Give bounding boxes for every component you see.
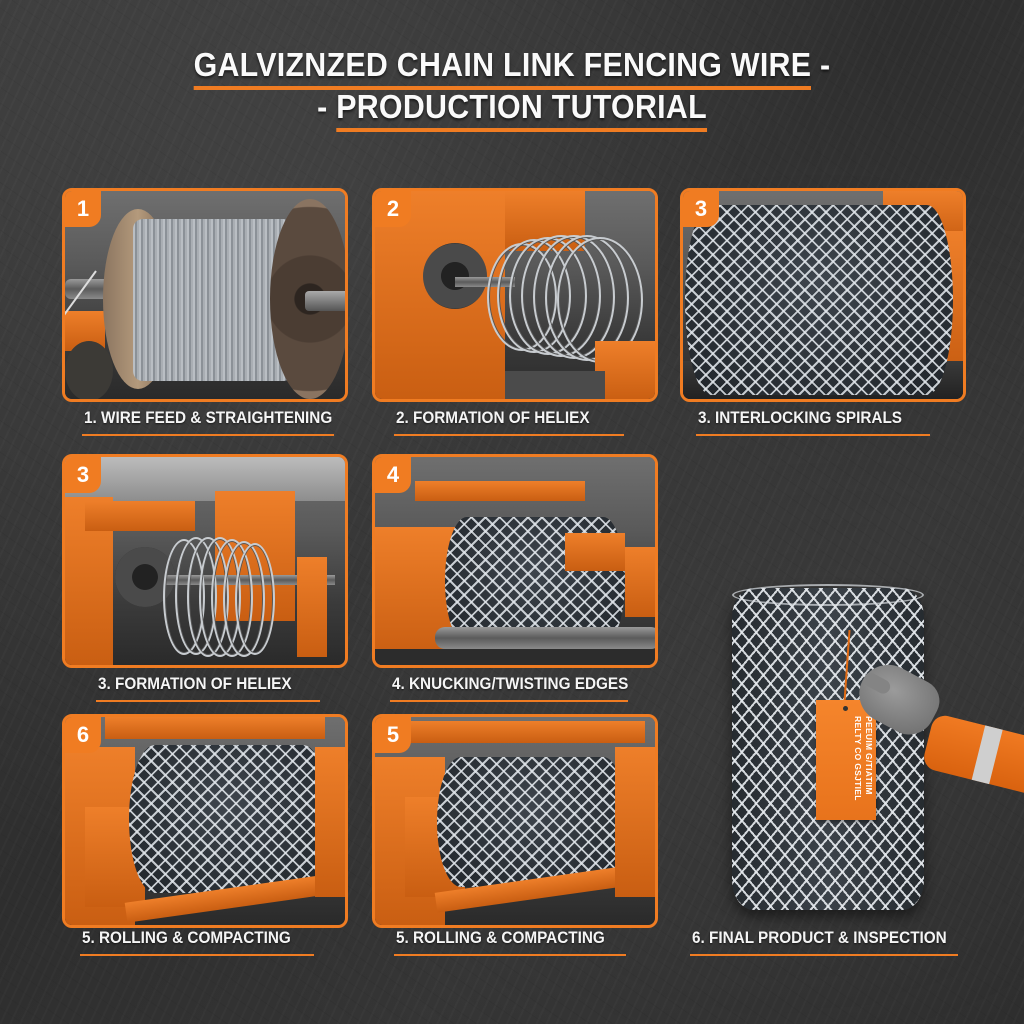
step-caption: 4. KNUCKING/TWISTING EDGES — [392, 674, 629, 693]
step-caption: 5. ROLLING & COMPACTING — [396, 928, 605, 947]
panel-step-5a: 6 — [62, 714, 348, 928]
step-caption: 3. INTERLOCKING SPIRALS — [698, 408, 903, 427]
step-badge: 3 — [683, 191, 719, 227]
caption-underline — [390, 700, 628, 702]
step-badge: 6 — [65, 717, 101, 753]
step-badge: 5 — [375, 717, 411, 753]
title-text-2: PRODUCTION TUTORIAL — [336, 88, 707, 132]
tag-hole — [843, 706, 848, 711]
tag-text: PEEUIM G/TIATIIM RELTY CO GSJTIEL — [852, 716, 874, 812]
step-badge: 1 — [65, 191, 101, 227]
step-badge: 3 — [65, 457, 101, 493]
panel-step-3b: 3 — [62, 454, 348, 668]
step-caption: 3. FORMATION OF HELIEX — [98, 674, 292, 693]
panel-step-2: 2 — [372, 188, 658, 402]
caption-underline — [394, 434, 624, 436]
panel-step-4: 4 — [372, 454, 658, 668]
wire-spool-photo — [65, 191, 345, 399]
panel-step-1: 1 — [62, 188, 348, 402]
caption-underline — [82, 434, 334, 436]
title-text-1: GALVIZNZED CHAIN LINK FENCING WIRE — [193, 46, 812, 90]
step-badge: 2 — [375, 191, 411, 227]
tag-text-line-2: RELTY CO GSJTIEL — [853, 716, 863, 801]
page-title-line-2: - PRODUCTION TUTORIAL — [41, 88, 983, 132]
worker-arm-hi-vis-sleeve — [921, 712, 1024, 794]
inspection-tag: PEEUIM G/TIATIIM RELTY CO GSJTIEL — [816, 700, 876, 820]
mesh-roll-machine-photo — [375, 457, 655, 665]
roll-top-edge — [732, 584, 924, 606]
caption-underline — [394, 954, 626, 956]
step-caption: 1. WIRE FEED & STRAIGHTENING — [84, 408, 333, 427]
glove-thumb — [861, 670, 893, 697]
caption-underline — [96, 700, 320, 702]
mesh-roll-machine-photo — [375, 717, 655, 925]
title-dash-1: - — [819, 46, 831, 83]
tag-text-line-1: PEEUIM G/TIATIIM — [864, 716, 874, 795]
panel-step-3: 3 — [680, 188, 966, 402]
final-caption: 6. FINAL PRODUCT & INSPECTION — [692, 928, 947, 947]
caption-underline — [690, 954, 958, 956]
reflective-stripe — [971, 725, 1003, 785]
mesh-roll-photo — [683, 191, 963, 399]
step-badge: 4 — [375, 457, 411, 493]
page-title-line-1: GALVIZNZED CHAIN LINK FENCING WIRE - — [41, 46, 983, 90]
step-caption: 2. FORMATION OF HELIEX — [396, 408, 590, 427]
caption-underline — [696, 434, 930, 436]
panel-step-5b: 5 — [372, 714, 658, 928]
wire-coil-photo — [375, 191, 655, 399]
wire-coil-photo — [65, 457, 345, 665]
caption-underline — [80, 954, 314, 956]
title-dash-2: - — [317, 88, 328, 125]
mesh-roll-machine-photo — [65, 717, 345, 925]
step-caption: 5. ROLLING & COMPACTING — [82, 928, 291, 947]
